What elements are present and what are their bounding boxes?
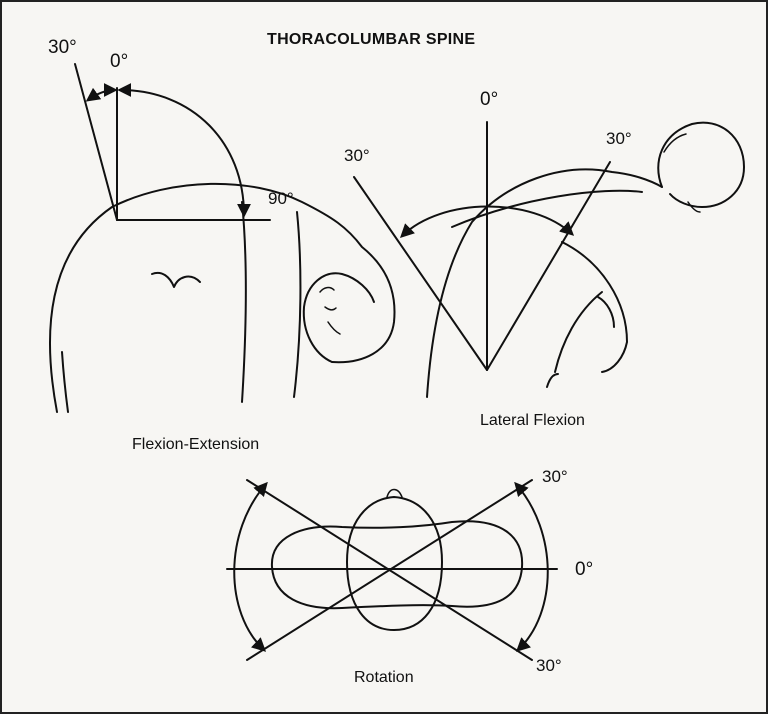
rotation-neutral-label: 0° bbox=[575, 559, 594, 580]
rotation-left-arc bbox=[233, 481, 268, 652]
rotation-figure bbox=[226, 479, 558, 661]
flexion-extension-30-label: 30° bbox=[48, 37, 77, 58]
flexion-extension-caption: Flexion-Extension bbox=[132, 436, 260, 453]
lateral-head-outline bbox=[657, 121, 745, 208]
rotation-caption: Rotation bbox=[354, 669, 414, 686]
lateral-flexion-caption: Lateral Flexion bbox=[480, 412, 585, 429]
lateral-left-30-label: 30° bbox=[344, 146, 370, 165]
lateral-flexion-arc bbox=[399, 205, 575, 238]
lateral-left-line bbox=[353, 176, 488, 371]
flexion-90-label: 90° bbox=[268, 189, 294, 208]
rotation-bottom-30-label: 30° bbox=[536, 656, 562, 675]
rotation-head-outline bbox=[346, 496, 443, 631]
lateral-right-line bbox=[486, 161, 611, 371]
rotation-lower-line bbox=[246, 479, 533, 661]
lateral-right-30-label: 30° bbox=[606, 129, 632, 148]
diagram-title: THORACOLUMBAR SPINE bbox=[267, 31, 476, 48]
rotation-right-arc bbox=[514, 481, 549, 652]
rotation-top-30-label: 30° bbox=[542, 467, 568, 486]
flexion-arm-outline bbox=[241, 201, 247, 403]
flexion-extension-arc bbox=[85, 83, 118, 102]
flexion-body-outline bbox=[49, 182, 396, 413]
lateral-body-outline bbox=[426, 168, 663, 398]
flexion-head-outline bbox=[302, 272, 375, 363]
flexion-extension-figure bbox=[49, 63, 396, 413]
flexion-arc bbox=[117, 83, 251, 218]
lateral-neutral-label: 0° bbox=[480, 89, 499, 110]
flexion-neutral-label: 0° bbox=[110, 51, 129, 72]
lateral-flexion-figure bbox=[353, 121, 745, 398]
flexion-extension-line bbox=[74, 63, 118, 221]
